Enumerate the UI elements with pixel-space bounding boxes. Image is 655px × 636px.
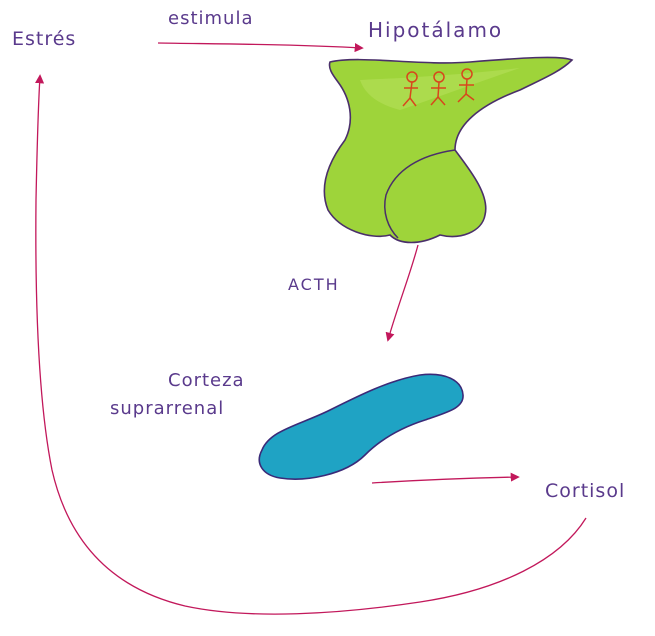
arrow-estres-to-hipotalamo [158,43,362,48]
label-corteza: Corteza [168,372,245,390]
feedback-arrow-cortisol-to-estres [36,76,586,614]
adrenal-cortex-shape [259,374,463,479]
label-estimula: estimula [168,10,253,28]
label-hipotalamo: Hipotálamo [368,20,503,40]
label-acth: ACTH [288,277,340,293]
label-estres: Estrés [12,30,76,49]
arrow-hipotalamo-to-adrenal [388,245,418,340]
arrow-adrenal-to-cortisol [372,477,518,483]
hypothalamus-shape [324,57,572,242]
label-suprarrenal: suprarrenal [110,400,224,418]
label-cortisol: Cortisol [545,482,625,501]
